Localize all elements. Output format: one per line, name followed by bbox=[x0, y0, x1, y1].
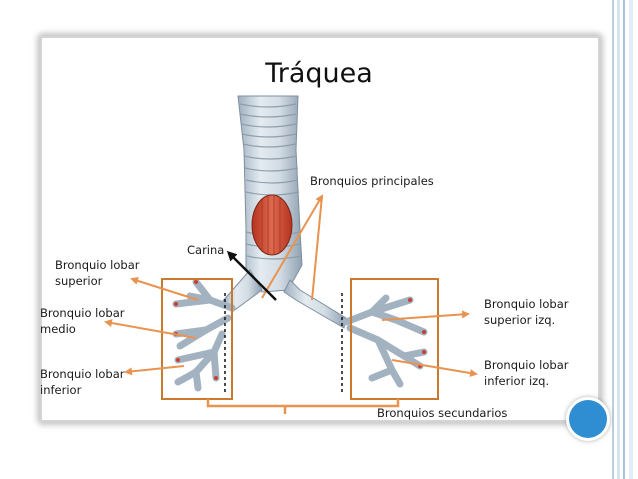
label-bronquio-lobar-superior-line1: Bronquio lobar bbox=[55, 258, 140, 272]
slide-title: Tráquea bbox=[265, 58, 373, 89]
label-bronquio-lobar-superior-line2: superior bbox=[55, 274, 103, 288]
label-inferior-izq-line1: Bronquio lobar bbox=[484, 358, 569, 372]
label-arrows bbox=[104, 194, 478, 377]
label-superior-izq-line1: Bronquio lobar bbox=[484, 297, 569, 311]
arrow-bronquios-principales-2 bbox=[311, 195, 323, 301]
label-superior-izq-line2: superior izq. bbox=[484, 313, 556, 327]
arrow-carina bbox=[226, 250, 277, 301]
label-bronquio-lobar-medio: Bronquio lobar medio bbox=[40, 305, 124, 337]
left-lobar-bronchi bbox=[342, 294, 428, 388]
right-bronchi-box bbox=[161, 278, 233, 400]
label-bronquio-lobar-medio-line2: medio bbox=[40, 322, 76, 336]
label-carina: Carina bbox=[187, 243, 225, 257]
label-bronquio-lobar-inferior: Bronquio lobar inferior bbox=[40, 366, 124, 398]
arrow-bronquios-principales-1 bbox=[261, 194, 324, 299]
label-bronquio-lobar-superior-izq: Bronquio lobar superior izq. bbox=[484, 296, 568, 328]
label-bronquio-lobar-inferior-line2: inferior bbox=[40, 383, 82, 397]
label-bronquio-lobar-inferior-izq: Bronquio lobar inferior izq. bbox=[484, 357, 568, 389]
arrow-inferior-izq bbox=[391, 359, 478, 377]
label-bronquios-secundarios: Bronquios secundarios bbox=[377, 406, 508, 420]
secondary-bronchi-bracket bbox=[206, 399, 400, 414]
arrow-bronquio-lobar-inferior bbox=[124, 365, 185, 376]
content-panel bbox=[40, 36, 600, 422]
label-bronquio-lobar-medio-line1: Bronquio lobar bbox=[40, 306, 125, 320]
left-bronchi-box bbox=[350, 278, 439, 400]
arrow-bronquio-lobar-medio bbox=[104, 319, 197, 339]
label-bronquios-principales: Bronquios principales bbox=[310, 174, 434, 188]
right-edge-stripes bbox=[612, 0, 633, 479]
label-inferior-izq-line2: inferior izq. bbox=[484, 374, 550, 388]
arrow-superior-izq bbox=[381, 310, 470, 321]
trachealis-muscle bbox=[251, 194, 293, 256]
trachea bbox=[237, 95, 303, 293]
label-bronquio-lobar-inferior-line1: Bronquio lobar bbox=[40, 367, 125, 381]
arrow-bronquio-lobar-superior bbox=[130, 277, 199, 301]
label-bronquio-lobar-superior: Bronquio lobar superior bbox=[55, 257, 139, 289]
right-lobar-bronchi bbox=[172, 278, 236, 392]
decorative-circle bbox=[569, 400, 607, 438]
